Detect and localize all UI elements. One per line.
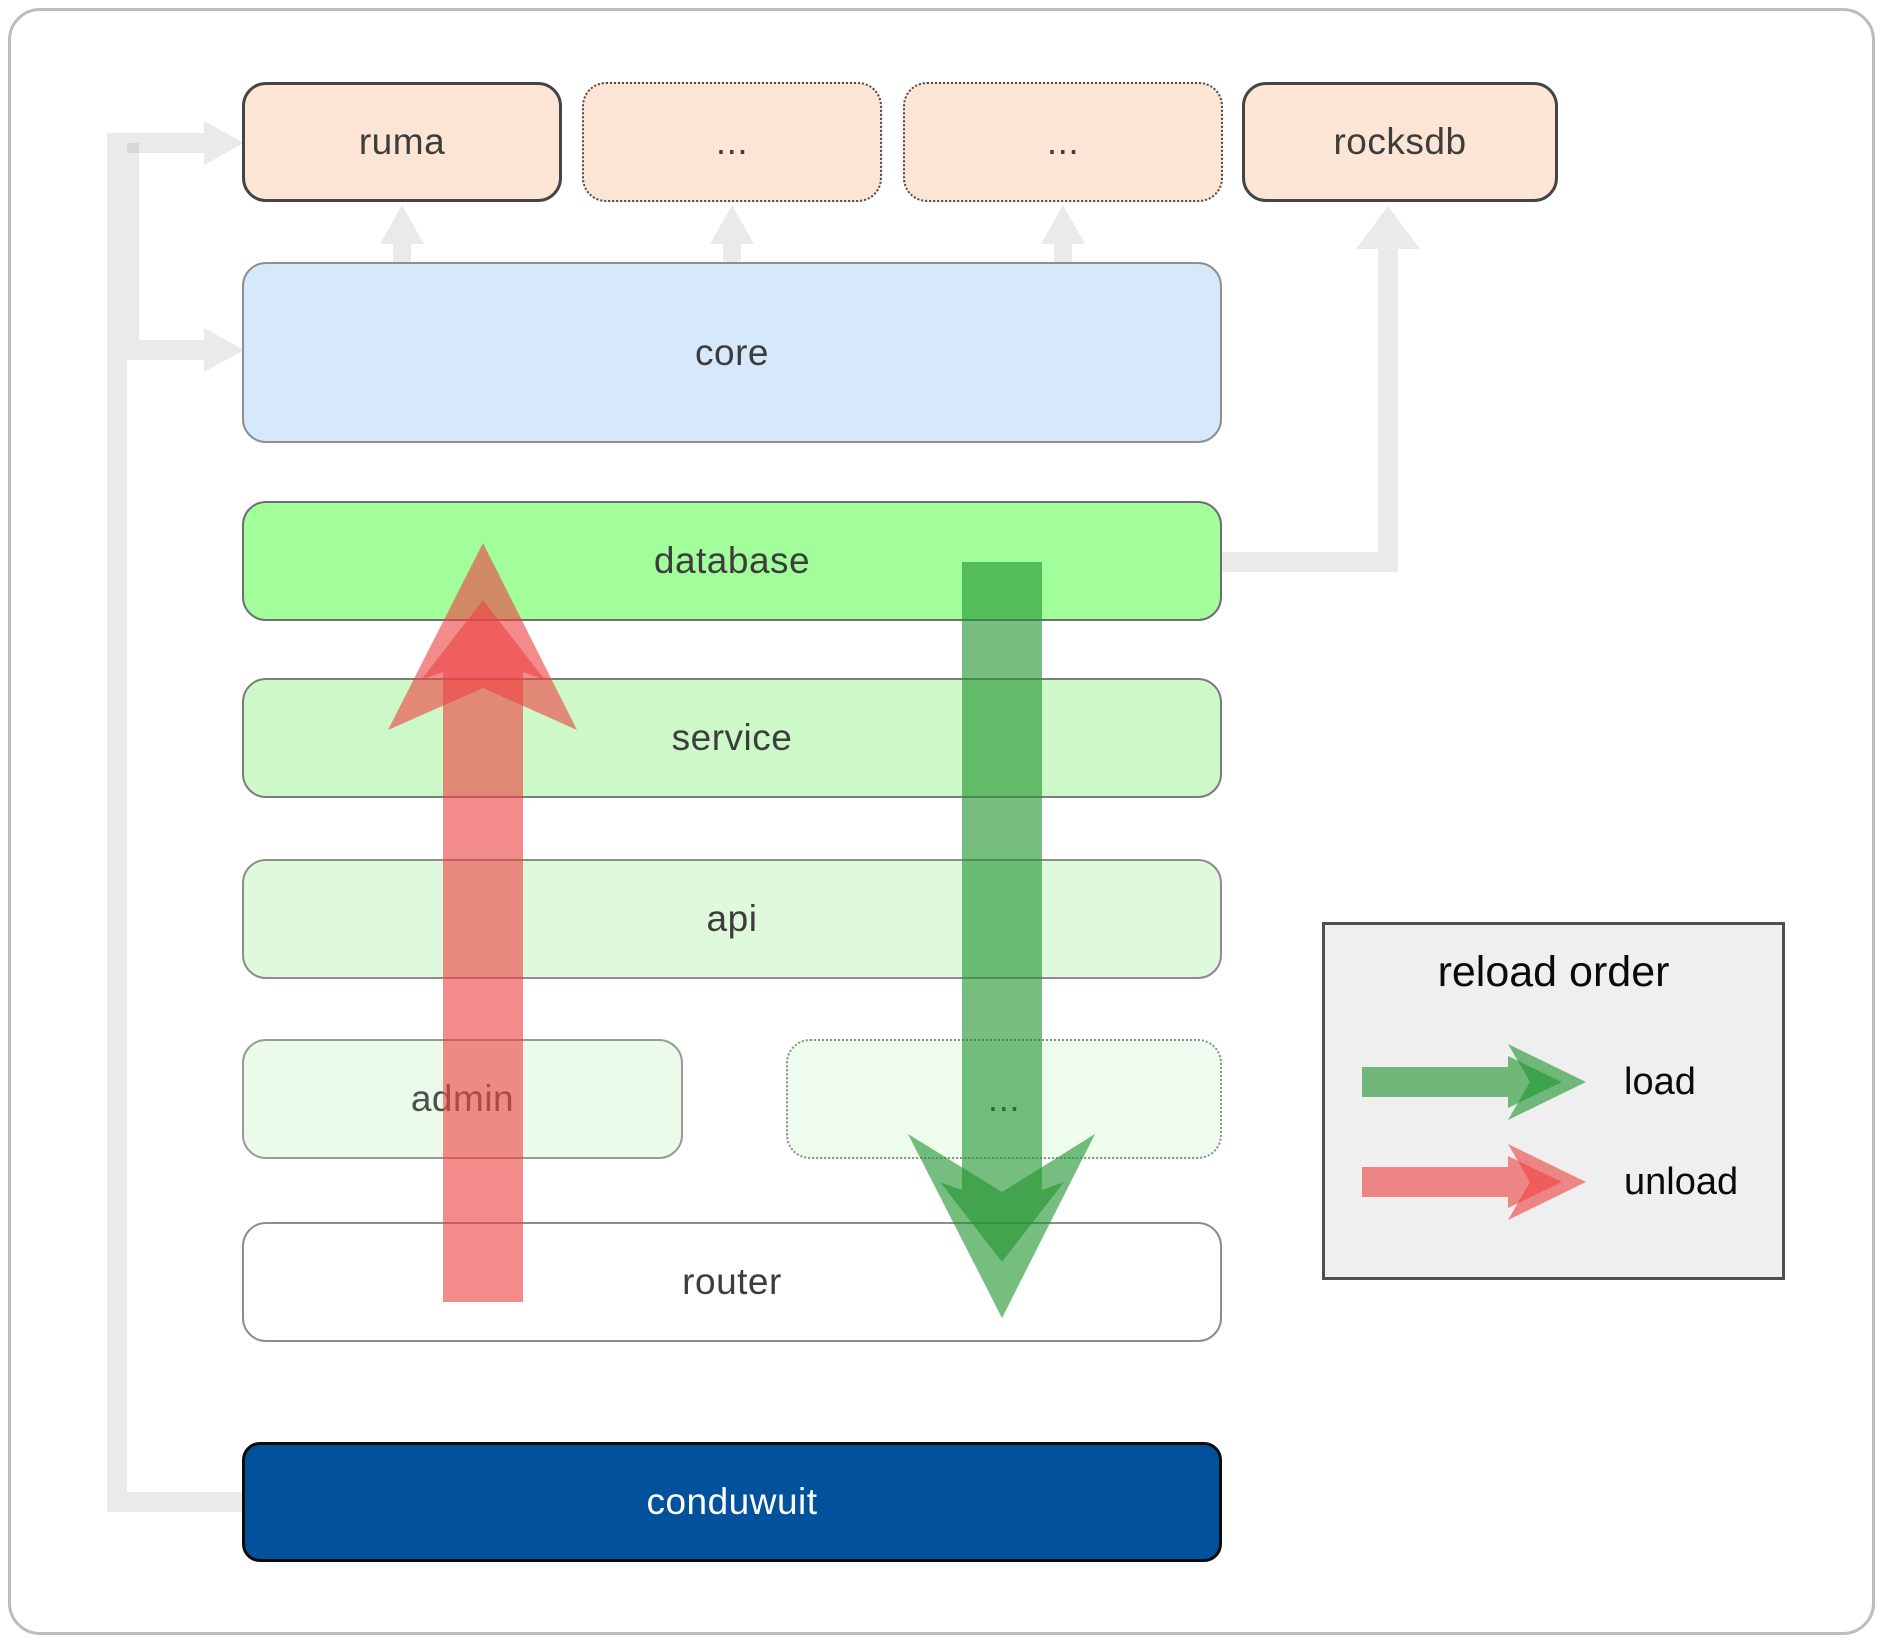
box-admin: admin — [242, 1039, 683, 1159]
box-dots-top-1-label: ... — [715, 121, 749, 162]
box-router-label: router — [682, 1261, 782, 1302]
box-database-label: database — [653, 540, 811, 581]
box-dots-mid: ... — [786, 1039, 1222, 1159]
legend-unload-label: unload — [1624, 1160, 1739, 1203]
box-database: database — [242, 501, 1222, 621]
box-service: service — [242, 678, 1222, 798]
box-ruma: ruma — [242, 82, 562, 202]
box-core-label: core — [695, 331, 769, 373]
legend-title: reload order — [1437, 948, 1670, 996]
diagram-frame — [8, 8, 1875, 1635]
box-conduwuit: conduwuit — [242, 1442, 1222, 1562]
box-rocksdb-label: rocksdb — [1333, 121, 1467, 162]
box-dots-mid-label: ... — [987, 1078, 1021, 1119]
box-api-label: api — [706, 898, 758, 939]
box-core: core — [242, 262, 1222, 443]
box-admin-label: admin — [410, 1078, 515, 1119]
box-router: router — [242, 1222, 1222, 1342]
box-conduwuit-label: conduwuit — [646, 1481, 818, 1522]
box-api: api — [242, 859, 1222, 979]
box-dots-top-2: ... — [903, 82, 1223, 202]
box-dots-top-2-label: ... — [1046, 121, 1080, 162]
box-rocksdb: rocksdb — [1242, 82, 1558, 202]
box-service-label: service — [671, 717, 793, 758]
box-dots-top-1: ... — [582, 82, 882, 202]
legend-load-label: load — [1624, 1060, 1696, 1103]
box-ruma-label: ruma — [358, 121, 446, 162]
